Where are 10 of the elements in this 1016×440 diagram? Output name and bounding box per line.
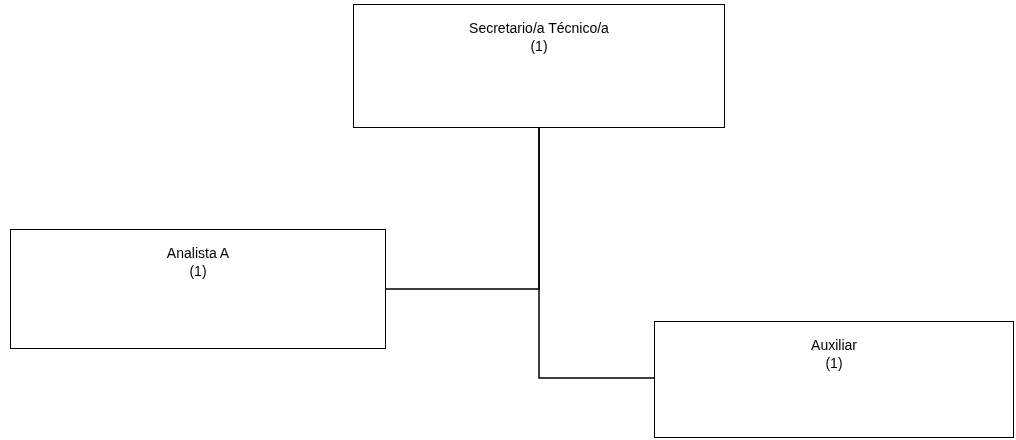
connector-line bbox=[538, 127, 655, 379]
position-box bbox=[353, 4, 725, 128]
position-count: (1) bbox=[530, 37, 548, 55]
position-title: Secretario/a Técnico/a bbox=[469, 19, 609, 37]
position-title: Auxiliar bbox=[811, 336, 857, 354]
position-box bbox=[654, 321, 1014, 438]
position-title: Analista A bbox=[166, 244, 230, 262]
position-count: (1) bbox=[825, 354, 843, 372]
position-count: (1) bbox=[189, 262, 207, 280]
position-box bbox=[10, 229, 386, 349]
